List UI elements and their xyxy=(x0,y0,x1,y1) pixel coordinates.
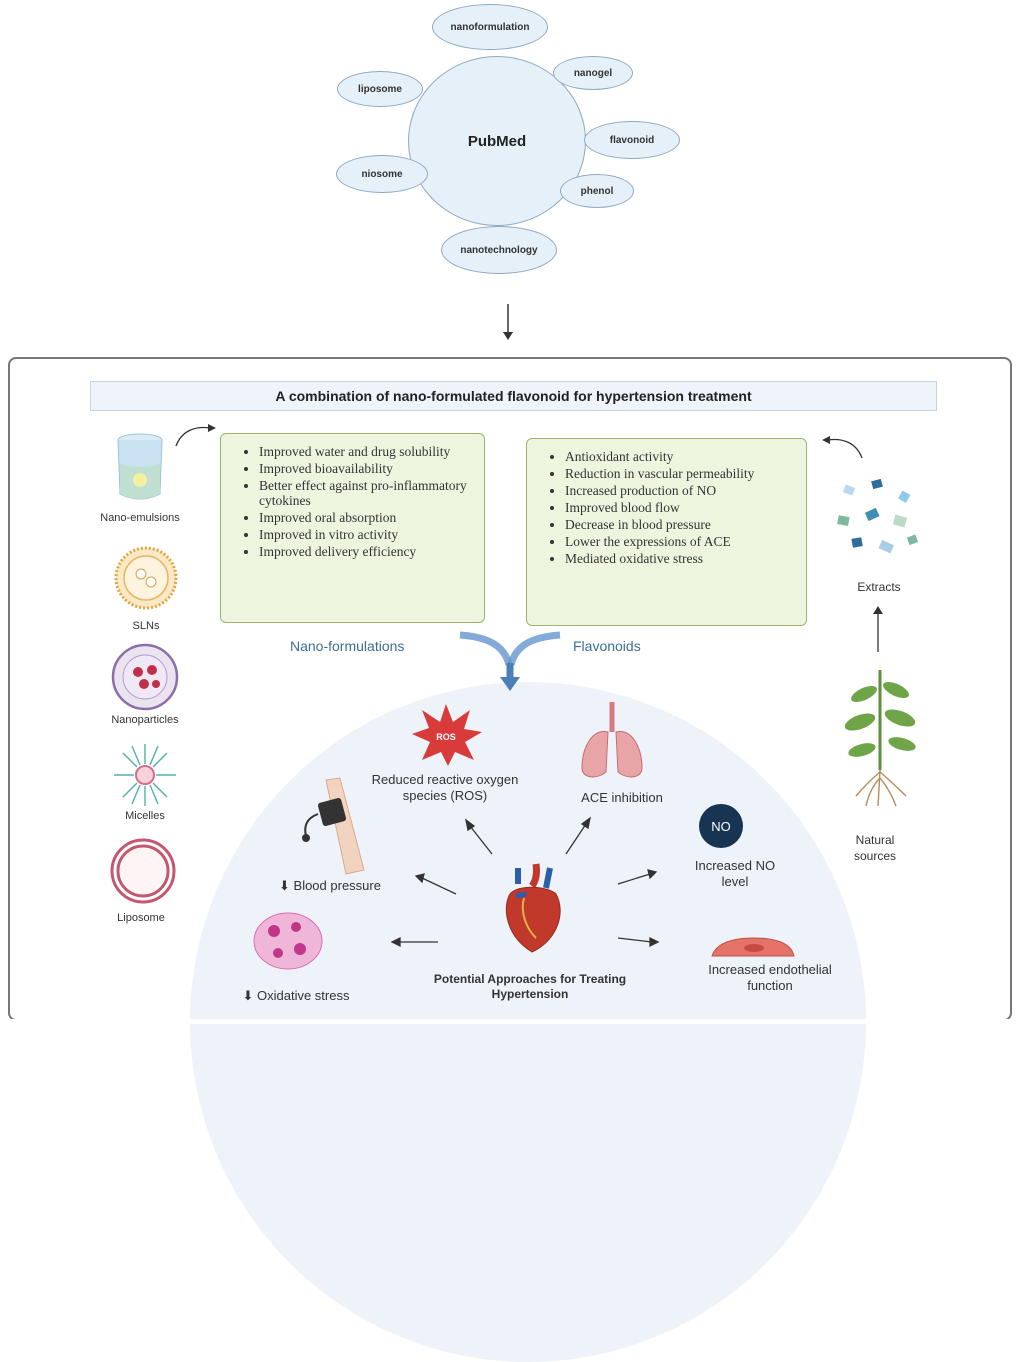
extracts-label: Extracts xyxy=(857,580,901,594)
pubmed-circle: PubMed xyxy=(408,56,586,226)
keyword-liposome: liposome xyxy=(337,71,423,107)
flavonoid-benefit: Reduction in vascular permeability xyxy=(565,466,794,481)
keyword-nanotechnology: nanotechnology xyxy=(441,226,557,274)
no-badge: NO xyxy=(711,819,731,834)
effect-no: Increased NO level xyxy=(694,858,776,889)
beaker-icon xyxy=(117,433,163,500)
lungs-icon xyxy=(581,702,643,778)
liposome-icon xyxy=(110,838,176,904)
carrier-label: Nano-emulsions xyxy=(100,512,180,524)
flavonoid-benefits-box: Antioxidant activity Reduction in vascul… xyxy=(526,438,807,626)
flavonoids-label: Flavonoids xyxy=(573,638,641,654)
sln-icon xyxy=(114,546,178,610)
natural-sources-label: Natural sources xyxy=(853,833,897,863)
carrier-label: Nanoparticles xyxy=(111,714,179,726)
flavonoid-benefit: Mediated oxidative stress xyxy=(565,551,794,566)
arm-cuff-icon xyxy=(302,777,365,875)
flavonoid-benefit: Antioxidant activity xyxy=(565,449,794,464)
nano-benefit: Improved in vitro activity xyxy=(259,527,472,542)
keyword-nanogel: nanogel xyxy=(553,56,633,90)
flavonoid-benefit: Increased production of NO xyxy=(565,483,794,498)
heart-icon xyxy=(505,863,561,953)
no-circle-icon: NO xyxy=(699,804,743,848)
micelle-icon xyxy=(114,744,176,806)
cells-icon xyxy=(253,912,323,970)
merge-arrow-icon xyxy=(459,631,561,691)
endothelium-icon xyxy=(711,937,795,957)
center-label: Potential Approaches for Treating Hypert… xyxy=(433,972,627,1001)
flavonoid-benefit: Decrease in blood pressure xyxy=(565,517,794,532)
nano-benefit: Improved delivery efficiency xyxy=(259,544,472,559)
up-arrow xyxy=(873,606,883,652)
effect-endothelial: Increased endothelial function xyxy=(708,962,832,993)
down-arrow xyxy=(503,304,513,340)
carrier-label: Liposome xyxy=(117,912,165,924)
nano-benefit: Better effect against pro-inflammatory c… xyxy=(259,478,472,508)
extracts-icon xyxy=(837,478,919,554)
curved-arrow-left-icon xyxy=(175,424,216,447)
effect-ace: ACE inhibition xyxy=(581,790,663,805)
panel-title: A combination of nano-formulated flavono… xyxy=(90,381,937,411)
ros-burst-icon: ROS xyxy=(412,704,482,766)
keyword-phenol: phenol xyxy=(560,174,634,208)
nano-benefit: Improved bioavailability xyxy=(259,461,472,476)
keyword-flavonoid: flavonoid xyxy=(584,121,680,159)
flavonoid-benefit: Improved blood flow xyxy=(565,500,794,515)
plant-icon xyxy=(844,670,916,807)
flavonoid-benefit: Lower the expressions of ACE xyxy=(565,534,794,549)
effect-ros: Reduced reactive oxygen species (ROS) xyxy=(371,772,519,803)
nano-benefit: Improved water and drug solubility xyxy=(259,444,472,459)
pubmed-label: PubMed xyxy=(467,132,527,150)
nano-formulations-label: Nano-formulations xyxy=(290,638,405,654)
effect-bp: ⬇ Blood pressure xyxy=(279,878,381,893)
ros-badge: ROS xyxy=(436,732,456,742)
nano-benefit: Improved oral absorption xyxy=(259,510,472,525)
curved-arrow-right-icon xyxy=(822,436,863,459)
nano-benefits-box: Improved water and drug solubility Impro… xyxy=(220,433,485,623)
radial-arrows xyxy=(390,816,660,948)
carrier-label: Micelles xyxy=(125,810,165,822)
keyword-niosome: niosome xyxy=(336,155,428,193)
keyword-nanoformulation: nanoformulation xyxy=(432,4,548,50)
carrier-label: SLNs xyxy=(132,620,160,632)
nanoparticle-icon xyxy=(111,643,179,711)
effect-oxidative: ⬇ Oxidative stress xyxy=(242,988,350,1003)
